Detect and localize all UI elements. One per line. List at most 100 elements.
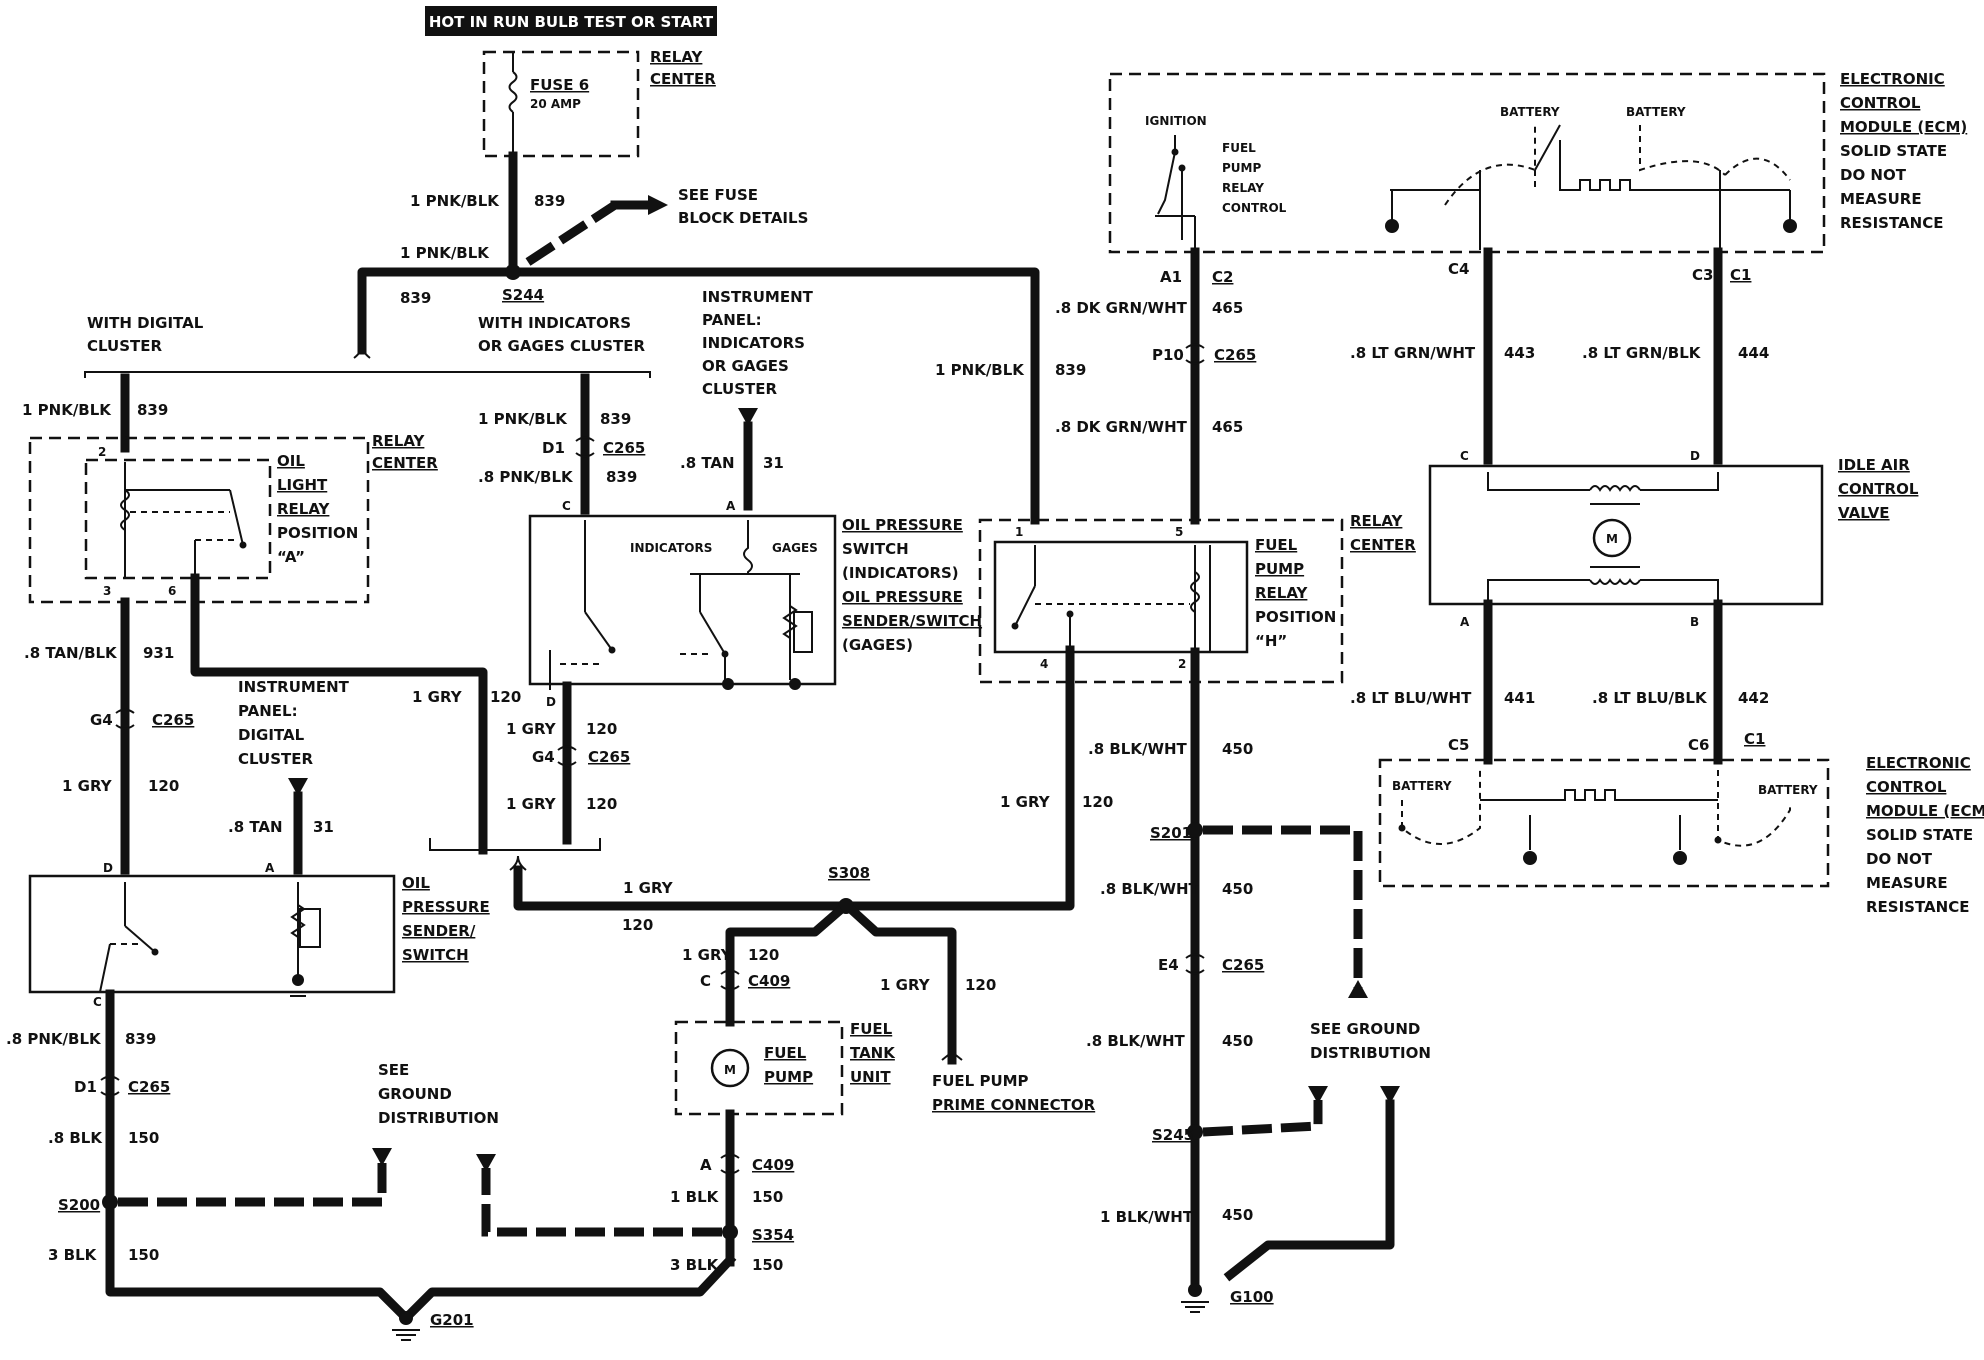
svg-text:ELECTRONIC: ELECTRONIC — [1866, 754, 1971, 772]
svg-text:1 BLK: 1 BLK — [670, 1188, 720, 1206]
svg-text:839: 839 — [1055, 361, 1086, 379]
svg-text:D: D — [546, 695, 556, 709]
svg-text:SOLID STATE: SOLID STATE — [1840, 142, 1947, 160]
branch-bracket-bottom — [429, 838, 601, 871]
svg-text:C: C — [93, 995, 102, 1009]
svg-text:DISTRIBUTION: DISTRIBUTION — [1310, 1044, 1431, 1062]
svg-text:1 GRY: 1 GRY — [506, 720, 557, 738]
svg-text:1 PNK/BLK: 1 PNK/BLK — [478, 410, 568, 428]
svg-text:PUMP: PUMP — [1222, 161, 1261, 175]
svg-text:FUEL: FUEL — [764, 1044, 807, 1062]
svg-text:PANEL:: PANEL: — [702, 311, 762, 329]
svg-text:C2: C2 — [1212, 268, 1233, 286]
svg-text:CENTER: CENTER — [372, 454, 438, 472]
svg-text:C5: C5 — [1448, 736, 1469, 754]
svg-text:839: 839 — [137, 401, 168, 419]
svg-text:GAGES: GAGES — [772, 541, 818, 555]
svg-text:LIGHT: LIGHT — [277, 476, 328, 494]
svg-text:.8 TAN: .8 TAN — [680, 454, 735, 472]
svg-text:A: A — [726, 499, 736, 513]
svg-text:.8 PNK/BLK: .8 PNK/BLK — [6, 1030, 102, 1048]
svg-text:S245: S245 — [1152, 1126, 1194, 1144]
svg-text:SWITCH: SWITCH — [842, 540, 909, 558]
svg-text:WITH DIGITAL: WITH DIGITAL — [87, 314, 204, 332]
oil-pressure-switch: C A INDICATORS GAGES OIL PRESSURE SWITCH… — [528, 499, 982, 690]
svg-text:IDLE AIR: IDLE AIR — [1838, 456, 1910, 474]
svg-text:“H”: “H” — [1255, 632, 1287, 650]
svg-text:1 PNK/BLK: 1 PNK/BLK — [935, 361, 1025, 379]
splice-s244 — [505, 264, 521, 280]
svg-text:839: 839 — [534, 192, 565, 210]
svg-text:C: C — [562, 499, 571, 513]
svg-text:E4: E4 — [1158, 956, 1179, 974]
svg-text:RELAY: RELAY — [1255, 584, 1309, 602]
svg-text:A: A — [700, 1156, 712, 1174]
svg-text:RESISTANCE: RESISTANCE — [1840, 214, 1943, 232]
svg-text:.8 LT GRN/BLK: .8 LT GRN/BLK — [1582, 344, 1702, 362]
svg-text:S244: S244 — [502, 286, 544, 304]
svg-text:CENTER: CENTER — [650, 70, 716, 88]
svg-text:120: 120 — [586, 795, 617, 813]
svg-text:1 GRY: 1 GRY — [62, 777, 113, 795]
svg-text:120: 120 — [622, 916, 653, 934]
svg-text:443: 443 — [1504, 344, 1535, 362]
svg-text:1 GRY: 1 GRY — [1000, 793, 1051, 811]
svg-text:.8 DK GRN/WHT: .8 DK GRN/WHT — [1055, 299, 1188, 317]
svg-text:GROUND: GROUND — [378, 1085, 452, 1103]
svg-text:G100: G100 — [1230, 1288, 1274, 1306]
svg-text:1 PNK/BLK: 1 PNK/BLK — [410, 192, 500, 210]
svg-text:S201: S201 — [1150, 824, 1192, 842]
svg-text:TANK: TANK — [850, 1044, 896, 1062]
svg-text:C3: C3 — [1692, 266, 1713, 284]
svg-text:.8 TAN/BLK: .8 TAN/BLK — [24, 644, 118, 662]
svg-text:RESISTANCE: RESISTANCE — [1866, 898, 1969, 916]
svg-text:C265: C265 — [603, 439, 645, 457]
svg-text:C1: C1 — [1744, 730, 1765, 748]
svg-text:C1: C1 — [1730, 266, 1751, 284]
svg-text:FUEL: FUEL — [1222, 141, 1256, 155]
prime-connector: FUEL PUMP PRIME CONNECTOR — [932, 1050, 1096, 1114]
svg-text:INSTRUMENT: INSTRUMENT — [702, 288, 814, 306]
svg-text:1 PNK/BLK: 1 PNK/BLK — [400, 244, 490, 262]
svg-text:RELAY: RELAY — [650, 48, 704, 66]
svg-text:.8 PNK/BLK: .8 PNK/BLK — [478, 468, 574, 486]
branch-bracket-top: WITH DIGITAL CLUSTER WITH INDICATORS OR … — [84, 314, 651, 378]
svg-text:.8 TAN: .8 TAN — [228, 818, 283, 836]
svg-text:4: 4 — [1040, 657, 1048, 671]
svg-text:G201: G201 — [430, 1311, 474, 1329]
svg-text:(GAGES): (GAGES) — [842, 636, 913, 654]
svg-text:RELAY: RELAY — [1222, 181, 1264, 195]
svg-text:SENDER/SWITCH: SENDER/SWITCH — [842, 612, 982, 630]
oil-light-relay: 2 3 6 OIL LIGHT RELAY POSITION “A” RELAY… — [28, 432, 438, 604]
svg-text:31: 31 — [763, 454, 784, 472]
svg-text:C265: C265 — [1222, 956, 1264, 974]
svg-text:OIL PRESSURE: OIL PRESSURE — [842, 516, 963, 534]
svg-text:120: 120 — [1082, 793, 1113, 811]
svg-text:C409: C409 — [752, 1156, 794, 1174]
svg-text:CLUSTER: CLUSTER — [238, 750, 313, 768]
svg-text:1: 1 — [1015, 525, 1023, 539]
svg-text:DO NOT: DO NOT — [1840, 166, 1907, 184]
svg-text:(INDICATORS): (INDICATORS) — [842, 564, 959, 582]
svg-text:FUEL: FUEL — [1255, 536, 1298, 554]
svg-text:BLOCK DETAILS: BLOCK DETAILS — [678, 209, 808, 227]
svg-text:IGNITION: IGNITION — [1145, 114, 1207, 128]
svg-text:VALVE: VALVE — [1838, 504, 1890, 522]
header-label: HOT IN RUN BULB TEST OR START — [425, 6, 717, 36]
ip-digital-cluster: INSTRUMENT PANEL: DIGITAL CLUSTER — [238, 678, 350, 796]
svg-text:120: 120 — [586, 720, 617, 738]
svg-text:6: 6 — [168, 584, 176, 598]
svg-text:.8 DK GRN/WHT: .8 DK GRN/WHT — [1055, 418, 1188, 436]
svg-text:OIL PRESSURE: OIL PRESSURE — [842, 588, 963, 606]
svg-text:S200: S200 — [58, 1196, 100, 1214]
svg-text:C6: C6 — [1688, 736, 1709, 754]
svg-text:839: 839 — [125, 1030, 156, 1048]
svg-text:2: 2 — [1178, 657, 1186, 671]
svg-text:M: M — [1606, 532, 1618, 546]
svg-text:31: 31 — [313, 818, 334, 836]
svg-text:D1: D1 — [74, 1078, 97, 1096]
svg-text:150: 150 — [752, 1256, 783, 1274]
svg-text:P10: P10 — [1152, 346, 1184, 364]
svg-text:.8 LT BLU/WHT: .8 LT BLU/WHT — [1350, 689, 1472, 707]
svg-text:C4: C4 — [1448, 260, 1469, 278]
